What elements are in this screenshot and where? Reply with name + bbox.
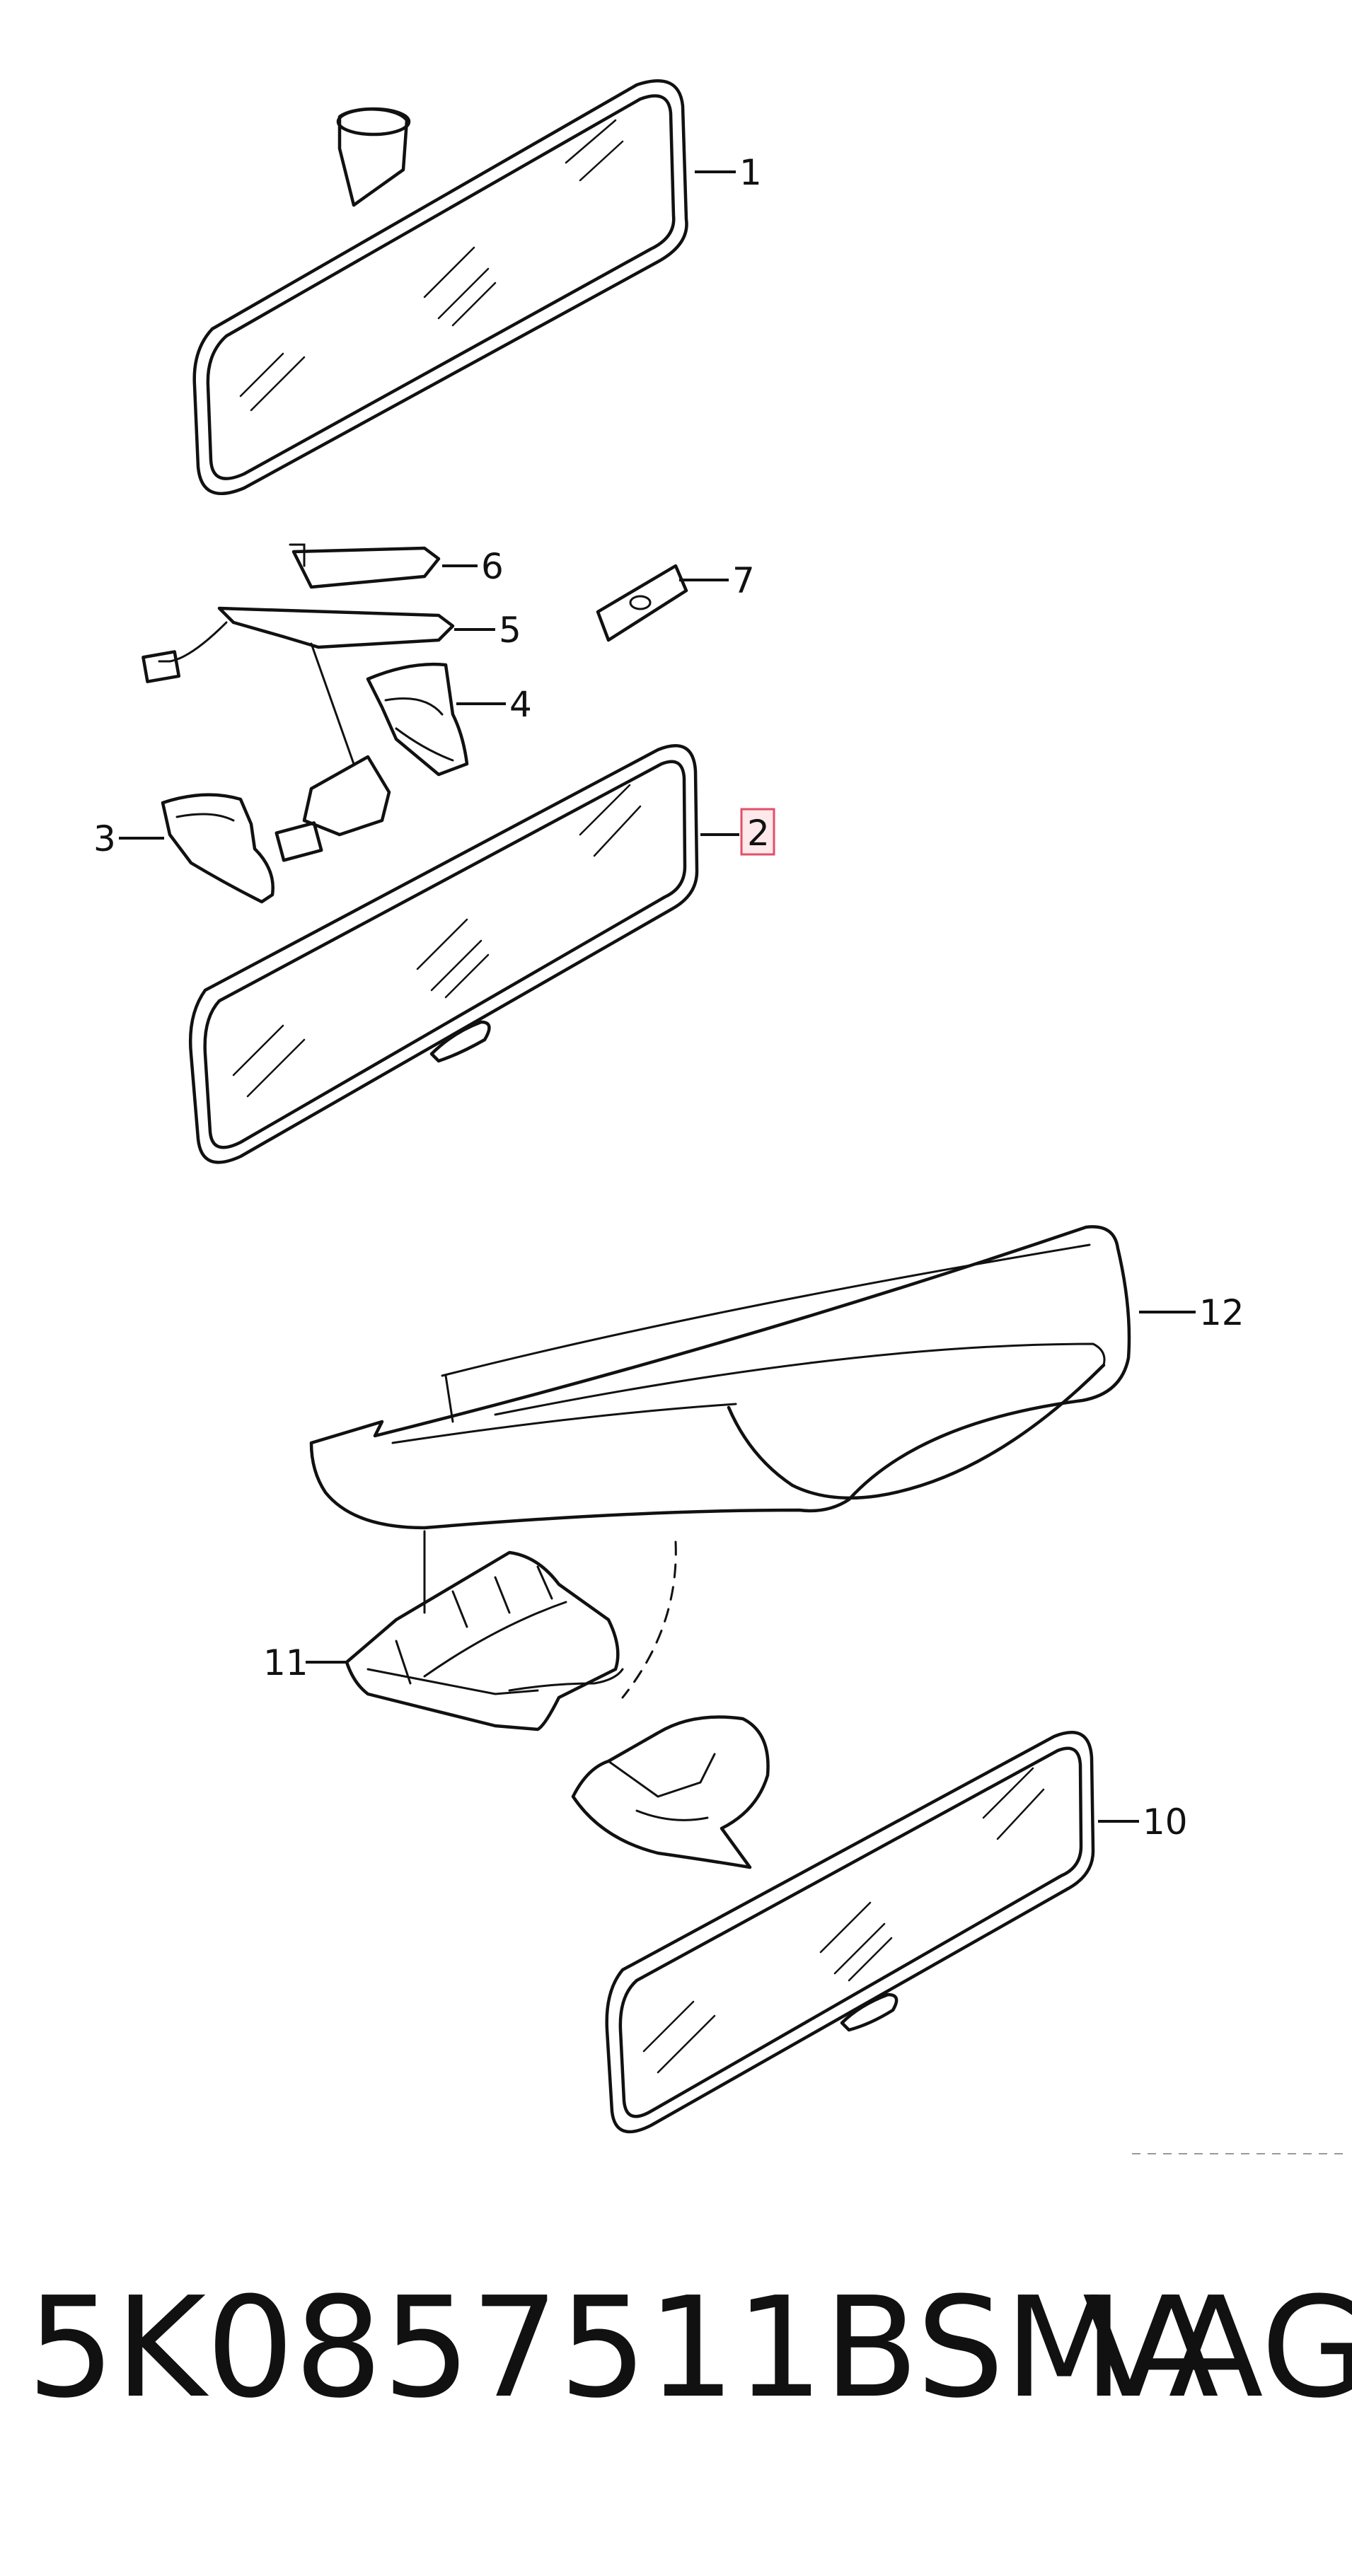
bracket-part-6 (289, 543, 441, 589)
cover-part-3 (161, 793, 275, 904)
mirror-part-1 (192, 79, 688, 495)
mirror-part-10 (571, 1715, 1095, 2134)
callout-10: 10 (1143, 1802, 1188, 1843)
bracket-part-5 (141, 606, 455, 765)
callout-7: 7 (732, 560, 755, 601)
sticker-part-7 (596, 564, 688, 642)
callout-1: 1 (739, 152, 762, 193)
brand-label: VAG (1082, 2268, 1352, 2429)
callout-2: 2 (747, 813, 770, 854)
part-number: 5K0857511BSMA (27, 2268, 1219, 2429)
cover-part-12 (309, 1225, 1131, 1530)
callout-4: 4 (509, 684, 532, 725)
footer: 5K0857511BSMA VAG (0, 2256, 1352, 2440)
callout-5: 5 (499, 610, 521, 651)
callout-2-highlight (740, 808, 775, 856)
callout-3: 3 (93, 818, 116, 859)
callout-12: 12 (1199, 1292, 1244, 1333)
cover-part-4 (366, 662, 469, 777)
mirror-part-2 (188, 744, 699, 1164)
callout-11: 11 (263, 1642, 308, 1683)
base-plate-part-11 (345, 1530, 677, 1731)
callout-6: 6 (481, 546, 504, 587)
